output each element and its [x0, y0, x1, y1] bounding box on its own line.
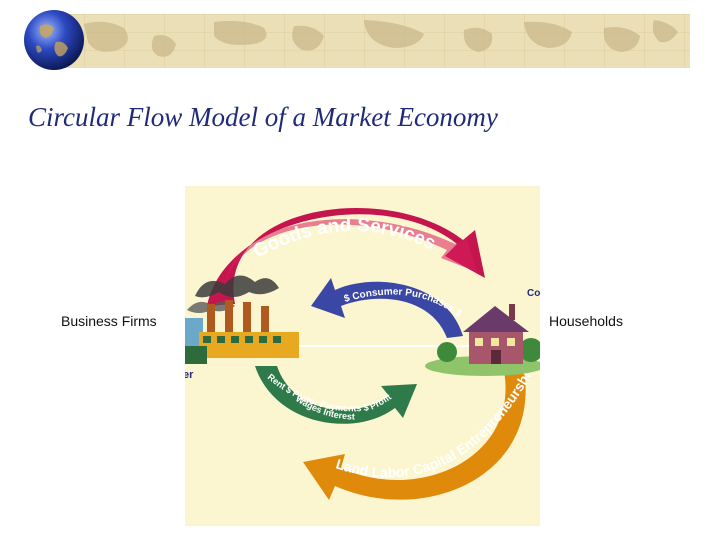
circular-flow-diagram: Goods and Services $ Consumer Purchases …: [181, 173, 550, 526]
factor-payments-arrow: [255, 366, 417, 424]
resources-arrow: [303, 364, 526, 500]
factory-illustration: [185, 275, 299, 364]
cropped-text-left: er: [185, 369, 194, 381]
slide-title: Circular Flow Model of a Market Economy: [28, 102, 498, 132]
business-firms-label: Business Firms: [61, 313, 157, 329]
cropped-text-right: Co S: [527, 288, 540, 299]
globe-logo: [22, 8, 86, 72]
world-map-pattern: [44, 14, 690, 68]
households-label: Households: [549, 313, 623, 329]
house-illustration: [425, 304, 545, 376]
circular-flow-illustration: Goods and Services $ Consumer Purchases …: [181, 173, 550, 526]
consumer-purchases-arrow: [311, 278, 463, 338]
header-banner: [44, 14, 690, 68]
